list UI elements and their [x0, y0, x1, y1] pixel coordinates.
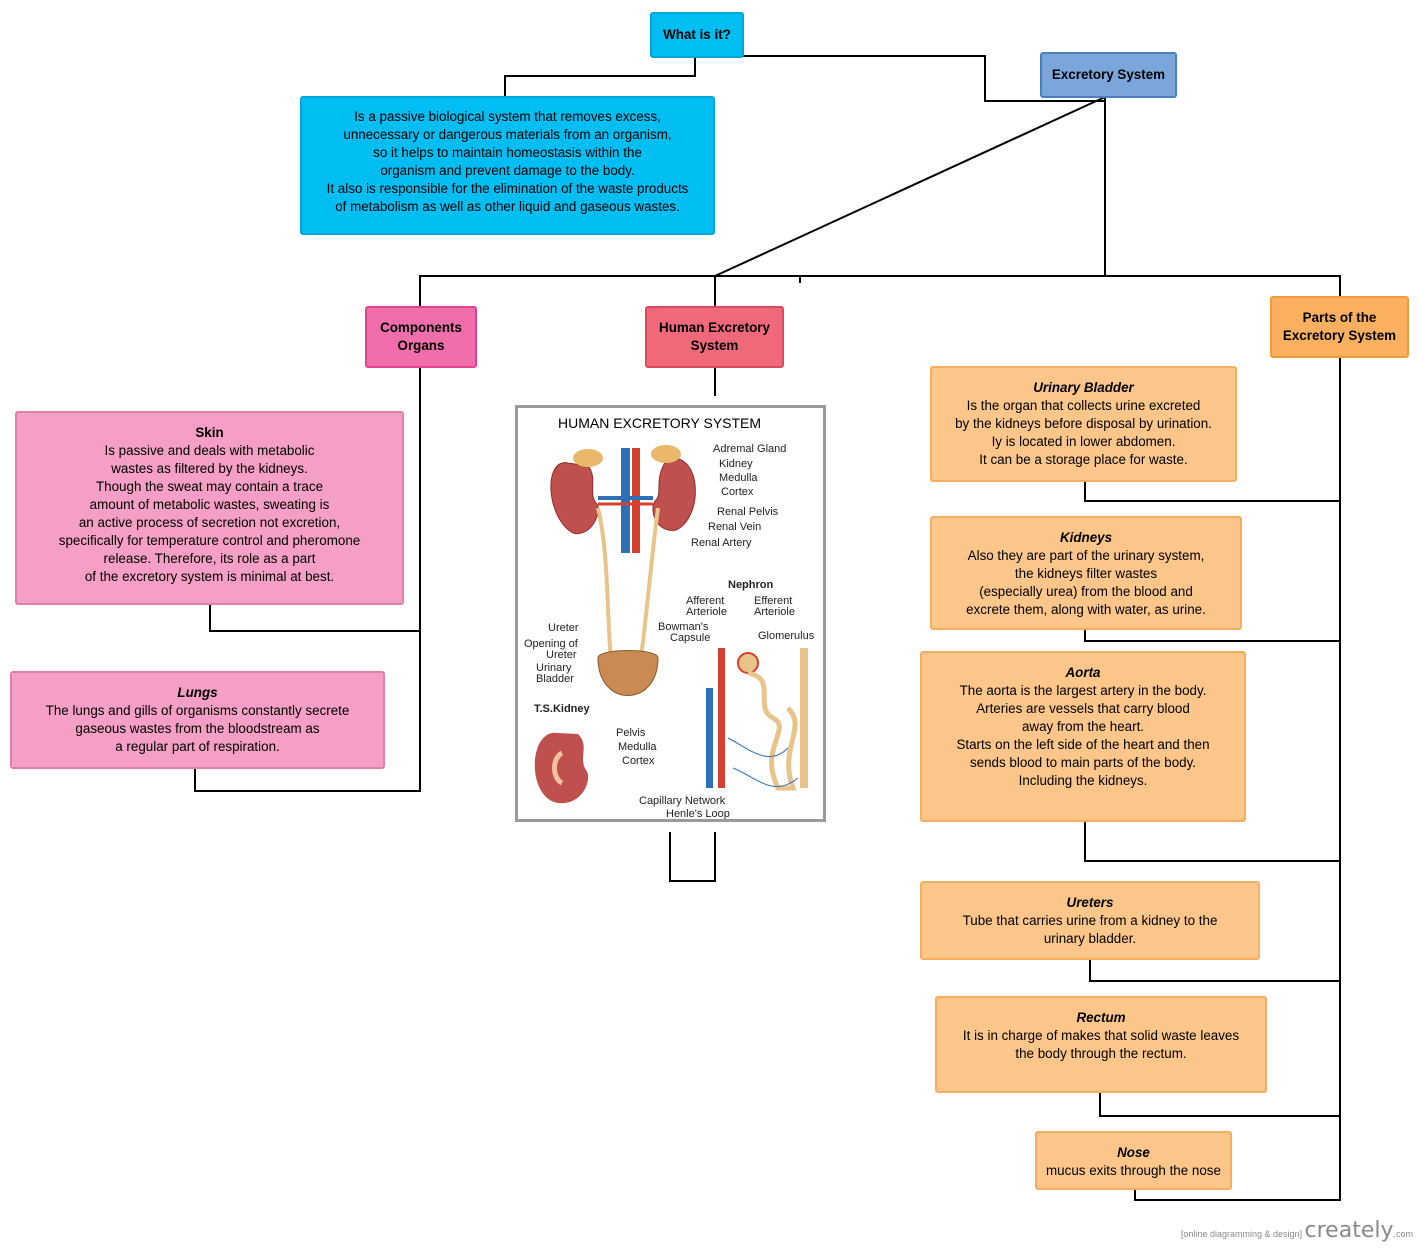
skin-title: Skin: [195, 425, 224, 440]
ureters-node[interactable]: Ureters Tube that carries urine from a k…: [920, 881, 1260, 960]
figure-label-0: Adremal Gland: [713, 443, 786, 455]
definition-node[interactable]: Is a passive biological system that remo…: [300, 96, 715, 235]
figure-label-6: Renal Artery: [691, 537, 752, 549]
lungs-text: The lungs and gills of organisms constan…: [45, 703, 350, 754]
figure-label-19: Bladder: [536, 673, 574, 685]
excretory-system-node[interactable]: Excretory System: [1040, 52, 1177, 98]
creately-logo: creately: [1304, 1218, 1394, 1243]
figure-label-20: T.S.Kidney: [534, 703, 591, 715]
figure-label-24: Capillary Network: [639, 795, 726, 807]
figure-label-16: Opening of: [524, 638, 579, 650]
figure-label-15: Ureter: [548, 622, 579, 634]
figure-label-8: Afferent: [686, 595, 724, 607]
skin-text: Is passive and deals with metabolic wast…: [58, 443, 361, 584]
aorta-node[interactable]: Aorta The aorta is the largest artery in…: [920, 651, 1246, 822]
figure-label-9: Arteriole: [686, 606, 727, 618]
kidneys-text: Also they are part of the urinary system…: [966, 548, 1206, 617]
rectum-title: Rectum: [1076, 1010, 1126, 1025]
lungs-node[interactable]: Lungs The lungs and gills of organisms c…: [10, 671, 385, 769]
urinary-bladder-text: Is the organ that collects urine excrete…: [955, 398, 1212, 467]
figure-label-3: Cortex: [721, 486, 754, 498]
figure-label-1: Kidney: [719, 458, 753, 470]
figure-title: HUMAN EXCRETORY SYSTEM: [558, 415, 761, 431]
figure-label-21: Pelvis: [616, 727, 646, 739]
parts-node[interactable]: Parts of the Excretory System: [1270, 296, 1409, 358]
figure-label-4: Renal Pelvis: [717, 506, 779, 518]
urinary-bladder-title: Urinary Bladder: [1033, 380, 1134, 395]
creately-footer[interactable]: [online diagramming & design] creately.c…: [1181, 1218, 1413, 1243]
ureters-title: Ureters: [1066, 895, 1114, 910]
figure-label-13: Capsule: [670, 632, 710, 644]
figure-label-10: Efferent: [754, 595, 792, 607]
what-is-it-node[interactable]: What is it?: [650, 12, 744, 58]
excretory-system-illustration: HUMAN EXCRETORY SYSTEM Adremal Gland Kid…: [524, 415, 815, 820]
figure-label-12: Bowman's: [658, 621, 709, 633]
footer-tagline: [online diagramming & design]: [1180, 1229, 1302, 1239]
figure-label-23: Cortex: [622, 755, 655, 767]
definition-text: Is a passive biological system that remo…: [326, 109, 689, 214]
figure-label-17: Ureter: [546, 649, 577, 661]
figure-label-5: Renal Vein: [708, 521, 761, 533]
figure-label-7: Nephron: [728, 579, 774, 591]
footer-suffix: .com: [1393, 1229, 1413, 1239]
aorta-title: Aorta: [1065, 665, 1101, 680]
ureters-text: Tube that carries urine from a kidney to…: [962, 913, 1218, 946]
lungs-title: Lungs: [177, 685, 218, 700]
figure-label-18: Urinary: [536, 662, 572, 674]
figure-label-22: Medulla: [618, 741, 657, 753]
kidneys-title: Kidneys: [1059, 530, 1113, 545]
figure-label-14: Glomerulus: [758, 630, 815, 642]
urinary-bladder-node[interactable]: Urinary Bladder Is the organ that collec…: [930, 366, 1237, 482]
figure-label-25: Henle's Loop: [666, 808, 730, 819]
rectum-node[interactable]: Rectum It is in charge of makes that sol…: [935, 996, 1267, 1093]
figure-label-2: Medulla: [719, 472, 758, 484]
aorta-text: The aorta is the largest artery in the b…: [956, 683, 1210, 788]
nose-title: Nose: [1117, 1145, 1150, 1160]
skin-node[interactable]: Skin Is passive and deals with metabolic…: [15, 411, 404, 605]
kidneys-node[interactable]: Kidneys Also they are part of the urinar…: [930, 516, 1242, 630]
human-excretory-system-node[interactable]: Human Excretory System: [645, 306, 784, 368]
excretory-system-figure[interactable]: HUMAN EXCRETORY SYSTEM Adremal Gland Kid…: [515, 405, 826, 822]
nose-node[interactable]: Nose mucus exits through the nose: [1035, 1131, 1232, 1190]
nose-text: mucus exits through the nose: [1046, 1163, 1221, 1178]
figure-label-11: Arteriole: [754, 606, 795, 618]
components-organs-node[interactable]: Components Organs: [365, 306, 477, 368]
rectum-text: It is in charge of makes that solid wast…: [962, 1028, 1240, 1061]
